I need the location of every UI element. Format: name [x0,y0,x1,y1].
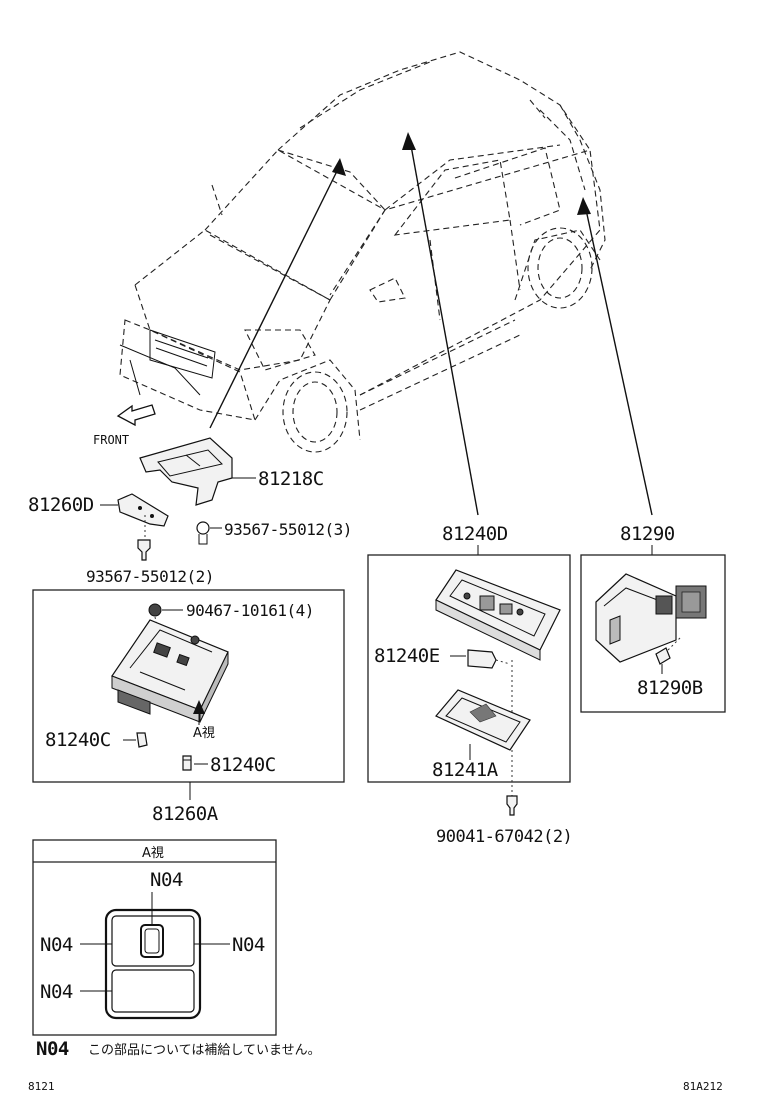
screw-label-93567-2: 93567-55012(2) [86,567,214,586]
arrow-head-icon [577,197,591,215]
part-label-81240c-left: 81240C [45,729,111,751]
n04-label-left-bottom: N04 [40,981,73,1003]
bracket-81218c: 81218C [139,437,324,506]
screw-93567-2: 93567-55012(2) [86,539,214,586]
front-label: FRONT [93,433,129,447]
legend-text: この部品については補給していません。 [88,1043,321,1058]
leader-arrows [209,132,653,516]
part-label-81240e: 81240E [374,645,440,667]
part-label-81218c: 81218C [258,468,324,490]
bulb-81240c-right [182,755,192,771]
front-arrow-icon [116,404,156,427]
vehicle-outline [119,51,606,453]
arrow-81240d [409,139,479,516]
screw-label-93567-3: 93567-55012(3) [224,520,352,539]
arrow-head-icon [332,158,346,176]
assembly-box-81290: 81290 81290B [580,523,726,713]
part-label-81290b: 81290B [637,677,703,699]
n04-label-right: N04 [232,934,265,956]
part-label-81240c-right: 81240C [210,754,276,776]
arrow-81290 [584,204,653,516]
part-label-81241a: 81241A [432,759,499,781]
nut-label-90467: 90467-10161(4) [186,601,314,620]
figure-code: 81A212 [683,1080,723,1093]
view-a-arrow-icon [193,700,205,714]
page-code: 8121 [28,1080,55,1093]
part-label-81260a: 81260A [152,803,219,825]
view-a-arrow-label: A視 [193,726,215,741]
part-label-81240d: 81240D [442,523,508,545]
assembly-box-81240d: 81240D 81240E 81241A [367,523,571,800]
legend: N04 この部品については補給していません。 [36,1038,321,1060]
n04-label-left-top: N04 [40,934,73,956]
assembly-box-81260a: 90467-10161(4) A視 81240C 81240C 81260A [32,589,345,825]
part-label-81260d: 81260D [28,494,94,516]
view-a-box: A視 N04 N04 N04 N04 [32,839,277,1036]
bracket-81260d: 81260D [28,493,169,540]
arrow-81218c [209,164,341,429]
lamp-face-outline [104,908,202,1020]
bulb-81240e [467,649,497,669]
view-a-title: A視 [142,846,164,861]
bulb-81290b [655,647,671,665]
bulb-81240c-left [136,732,148,748]
screw-label-90041: 90041-67042(2) [436,827,572,847]
legend-code: N04 [36,1038,69,1060]
front-indicator: FRONT [93,404,156,447]
part-label-81290: 81290 [620,523,675,545]
screw-90041: 90041-67042(2) [436,795,573,847]
n04-label-top: N04 [150,869,183,891]
screw-93567-3: 93567-55012(3) [196,520,352,545]
arrow-head-icon [402,132,416,150]
